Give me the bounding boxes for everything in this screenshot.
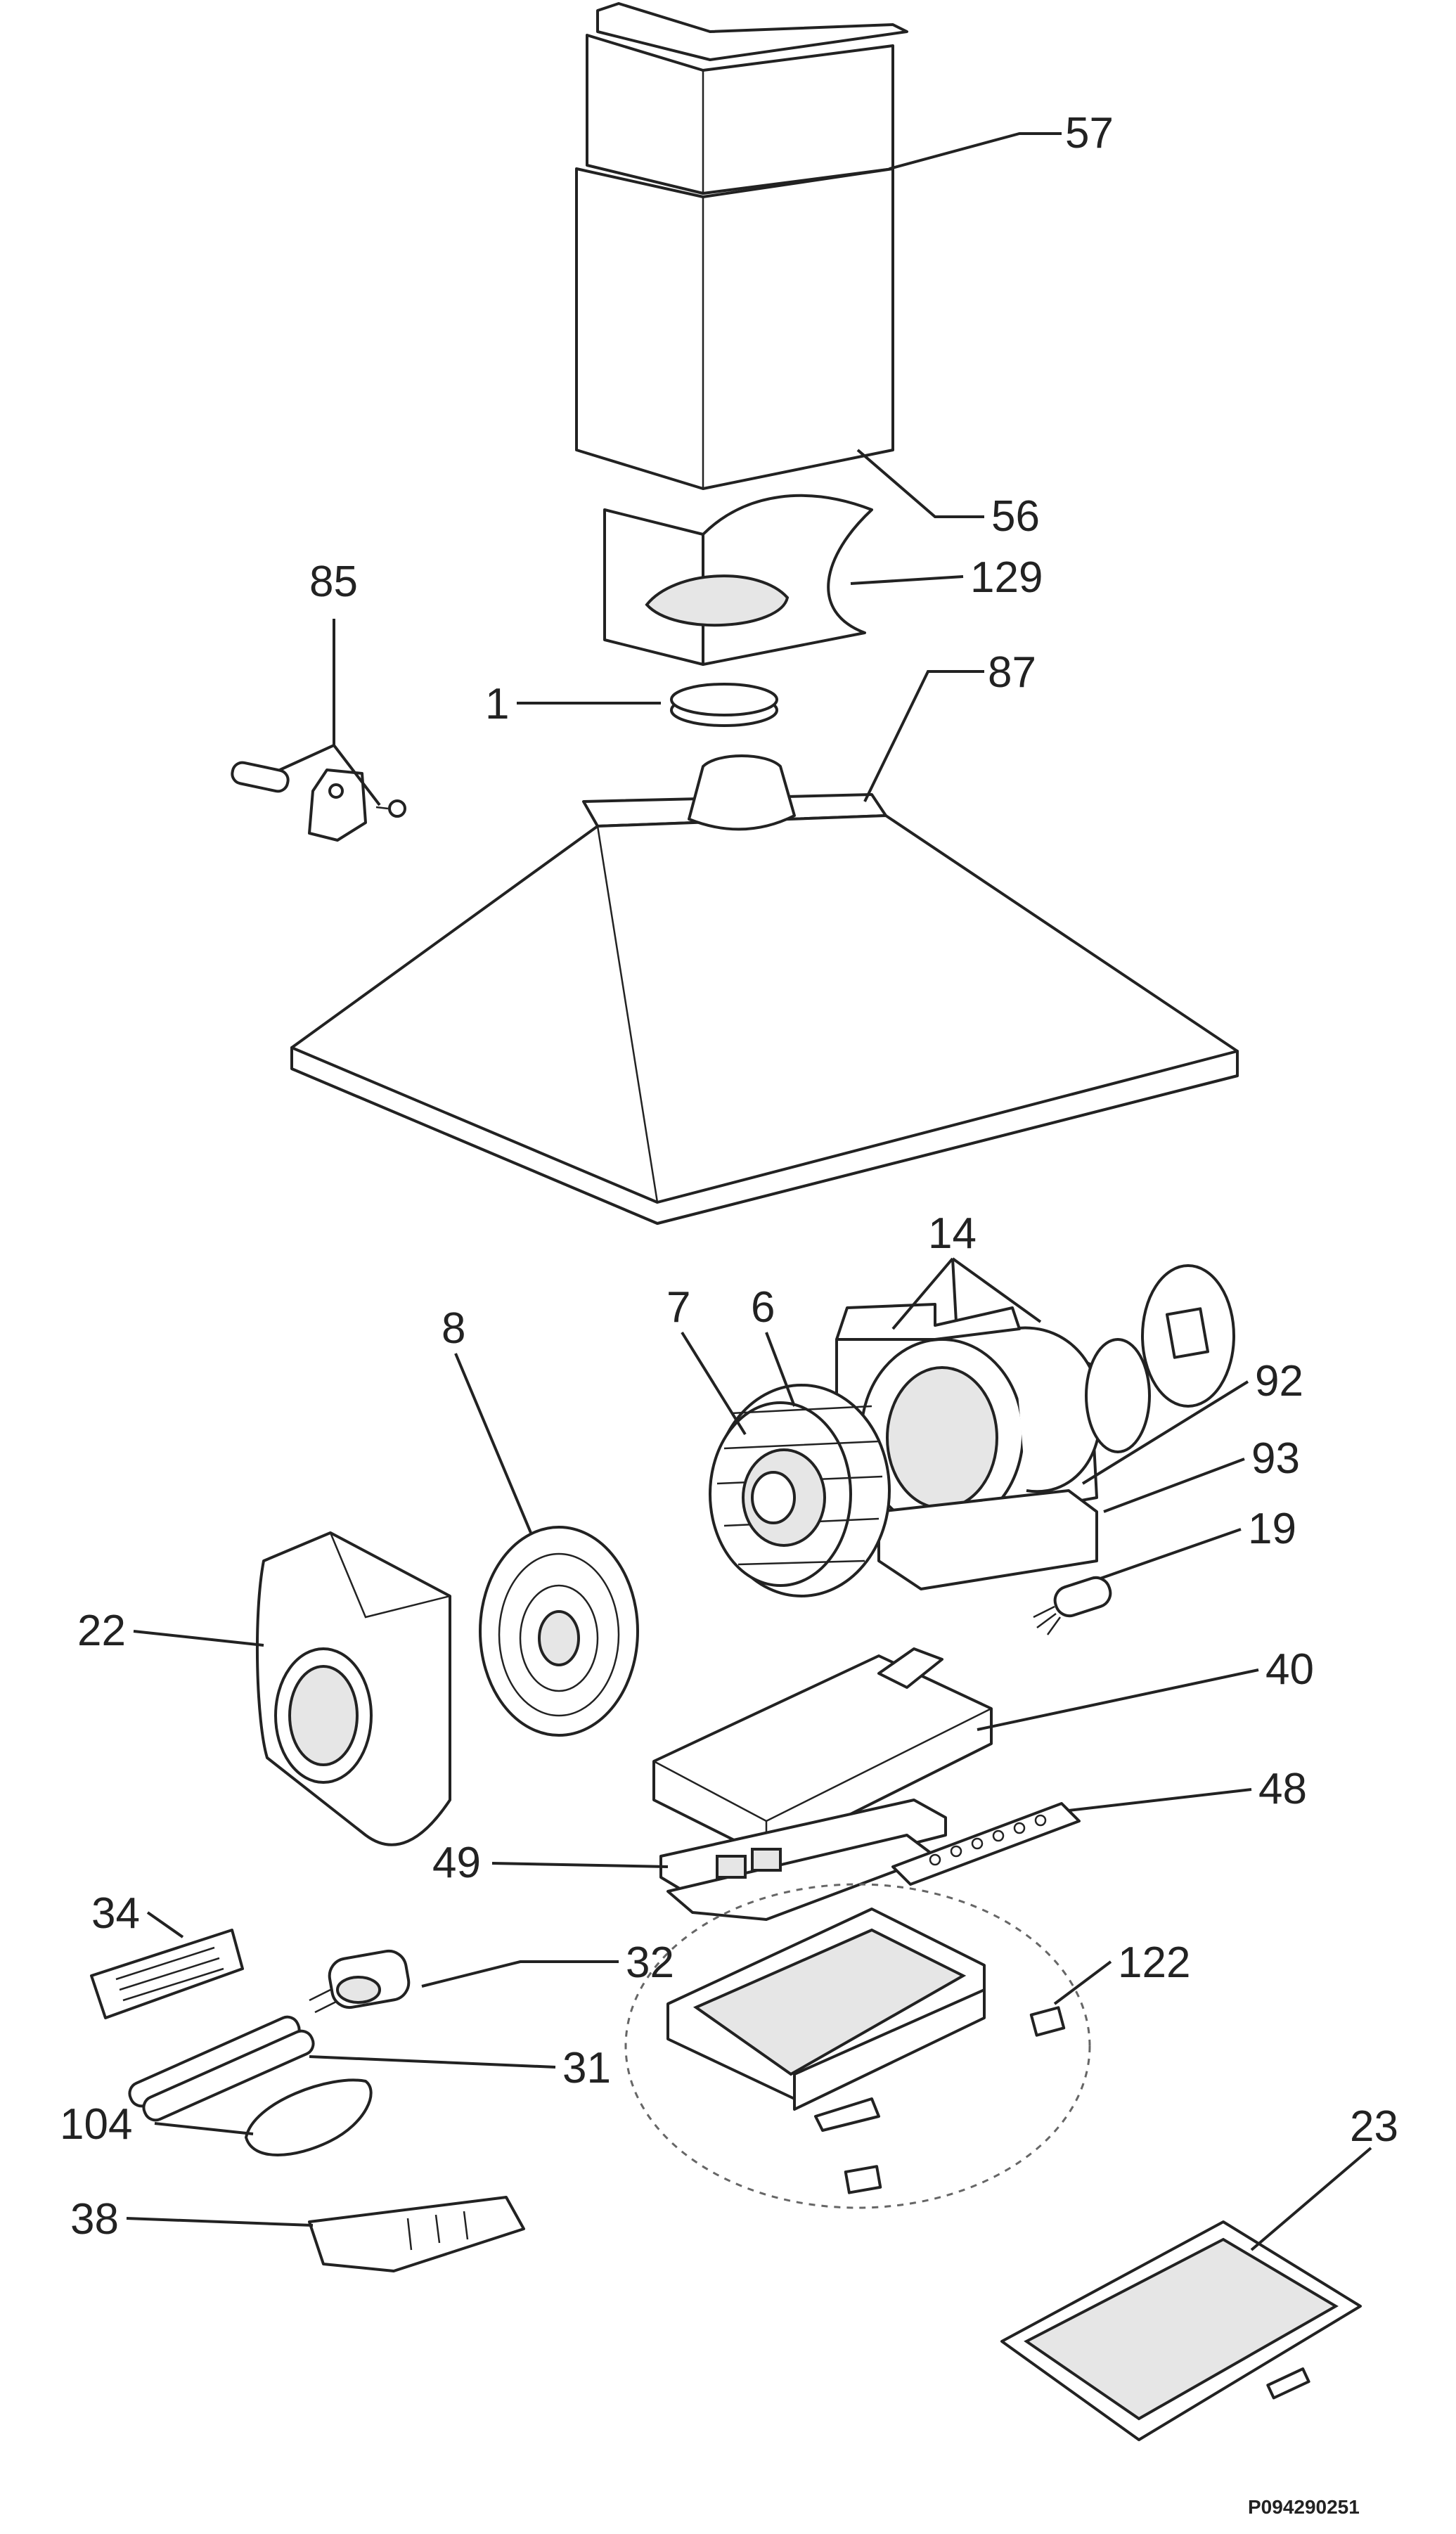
reference-code: P094290251 (1248, 2496, 1360, 2518)
callout-48: 48 (1258, 1765, 1307, 1813)
callout-22: 22 (77, 1607, 126, 1655)
part-31-fluorescent-tube (128, 1988, 337, 2122)
callout-38: 38 (70, 2195, 119, 2244)
callout-7: 7 (666, 1283, 690, 1332)
part-34-light-fitting (90, 1929, 244, 2019)
callout-1: 1 (485, 680, 509, 728)
callout-34: 34 (91, 1889, 140, 1938)
callout-87: 87 (988, 648, 1036, 697)
part-14-motor-housing (835, 1264, 1235, 1590)
callout-49: 49 (432, 1839, 481, 1887)
part-32-lamp-holder (328, 1949, 411, 2009)
part-49-circuit-board (659, 1799, 947, 1921)
callout-31: 31 (562, 2044, 611, 2092)
callout-104: 104 (60, 2100, 132, 2149)
callout-129: 129 (970, 553, 1043, 602)
part-38-filter-clip (308, 2196, 525, 2272)
part-57-upper-chimney (586, 2, 908, 195)
callout-85: 85 (309, 558, 358, 606)
callout-93: 93 (1251, 1434, 1300, 1483)
part-56-lower-chimney (575, 167, 894, 490)
part-122-lower-tray (624, 1883, 1091, 2209)
part-1-collar-ring (670, 683, 778, 727)
part-22-front-housing (255, 1531, 451, 1846)
part-87-hood-body (290, 754, 1239, 1225)
callout-56: 56 (991, 492, 1040, 541)
part-7-motor (742, 1448, 826, 1547)
callout-122: 122 (1118, 1938, 1190, 1987)
callout-14: 14 (928, 1209, 977, 1258)
part-19-capacitor (1033, 1576, 1112, 1635)
part-104-lamp-cover (245, 2078, 373, 2156)
callout-57: 57 (1065, 109, 1114, 157)
leader-lines (126, 132, 1372, 2251)
callout-32: 32 (626, 1938, 674, 1987)
part-85-wall-bracket (231, 761, 406, 842)
callout-labels: 57 56 129 85 1 87 14 8 7 6 92 93 19 22 4… (60, 109, 1398, 2244)
part-8-cover-plate (479, 1526, 639, 1737)
part-129-deflector (603, 494, 873, 666)
callout-40: 40 (1265, 1645, 1314, 1694)
callout-23: 23 (1350, 2102, 1398, 2151)
part-48-button-panel (891, 1802, 1081, 1886)
callout-92: 92 (1255, 1357, 1303, 1406)
callout-8: 8 (442, 1304, 465, 1353)
callout-19: 19 (1248, 1505, 1296, 1553)
callout-6: 6 (751, 1283, 775, 1332)
part-23-carbon-filter (1000, 2220, 1362, 2441)
